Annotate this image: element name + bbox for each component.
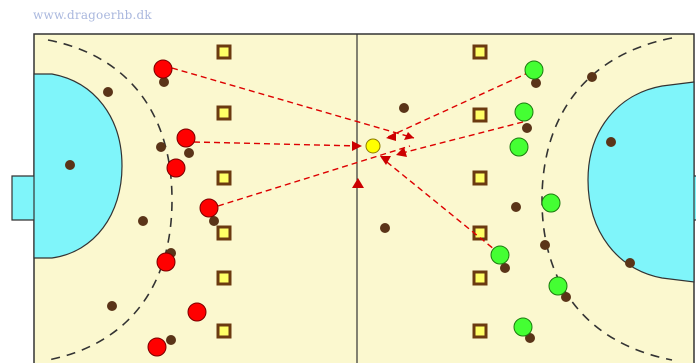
team-red-players — [147, 59, 219, 357]
arrowhead — [352, 141, 362, 151]
green-player — [509, 137, 529, 157]
position-dot — [138, 216, 148, 226]
pass-line — [397, 121, 524, 155]
position-dot — [500, 263, 510, 273]
position-dot — [511, 202, 521, 212]
position-dot — [525, 333, 535, 343]
pass-line — [217, 145, 411, 207]
green-player — [524, 60, 544, 80]
pass-line — [387, 71, 531, 138]
cone — [472, 107, 488, 123]
left-goal-area — [33, 73, 123, 259]
pass-arrowheads — [352, 132, 414, 188]
position-dot — [531, 78, 541, 88]
position-dot — [103, 87, 113, 97]
team-green-players — [490, 60, 568, 337]
arrowhead — [386, 132, 396, 141]
cones-right-column — [472, 44, 488, 339]
cone — [216, 225, 232, 241]
position-dot — [561, 292, 571, 302]
position-dot — [606, 137, 616, 147]
position-dot — [184, 148, 194, 158]
arrowhead — [352, 178, 364, 188]
left-free-throw-line — [47, 39, 173, 361]
left-goal — [11, 175, 34, 221]
position-dot — [159, 77, 169, 87]
position-dot — [156, 142, 166, 152]
pass-line — [381, 157, 501, 255]
pass-line — [171, 67, 415, 139]
cone — [216, 170, 232, 186]
ball — [365, 138, 381, 154]
cone — [216, 44, 232, 60]
position-dot — [166, 335, 176, 345]
red-player — [199, 198, 219, 218]
right-goal-area — [587, 81, 695, 283]
pass-line — [193, 141, 361, 147]
position-dot — [380, 223, 390, 233]
arrowhead — [404, 132, 414, 140]
position-dot — [399, 103, 409, 113]
position-dot — [65, 160, 75, 170]
pass-lines — [171, 67, 531, 255]
position-dot — [540, 240, 550, 250]
red-player — [147, 337, 167, 357]
arrowhead — [396, 147, 407, 157]
cone — [216, 270, 232, 286]
red-player — [156, 252, 176, 272]
red-player — [153, 59, 173, 79]
green-player — [541, 193, 561, 213]
cone — [472, 323, 488, 339]
position-dot — [625, 258, 635, 268]
cones-left-column — [216, 44, 232, 339]
cone — [216, 323, 232, 339]
position-dot — [522, 123, 532, 133]
cone — [216, 105, 232, 121]
position-dot — [209, 216, 219, 226]
red-player — [166, 158, 186, 178]
green-player — [513, 317, 533, 337]
red-player — [187, 302, 207, 322]
red-player — [176, 128, 196, 148]
green-player — [514, 102, 534, 122]
green-player — [548, 276, 568, 296]
cone — [472, 170, 488, 186]
position-dot — [587, 72, 597, 82]
position-dot — [107, 301, 117, 311]
green-player — [490, 245, 510, 265]
player-position-dots — [65, 72, 635, 345]
cone — [472, 270, 488, 286]
cone — [472, 44, 488, 60]
arrowhead — [380, 156, 391, 165]
cone — [472, 225, 488, 241]
watermark-text: www.dragoerhb.dk — [33, 8, 152, 22]
